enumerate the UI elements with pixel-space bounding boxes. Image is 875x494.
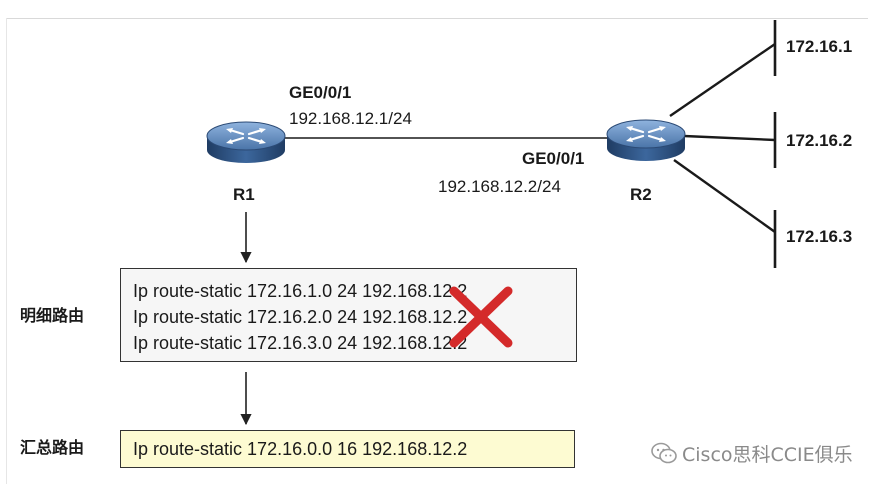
network-label-1: 172.16.1 (786, 37, 853, 56)
r1-ip-label: 192.168.12.1/24 (289, 109, 412, 128)
top-border-line (6, 18, 868, 19)
detail-routes-label: 明细路由 (20, 306, 85, 325)
watermark-text: Cisco思科CCIE俱乐 (682, 444, 853, 466)
network-label-3: 172.16.3 (786, 227, 853, 246)
detail-route-line-2: Ip route-static 172.16.2.0 24 192.168.12… (133, 307, 468, 327)
detail-route-line-3: Ip route-static 172.16.3.0 24 192.168.12… (133, 333, 468, 353)
r2-ip-label: 192.168.12.2/24 (438, 177, 561, 196)
r1-interface-label: GE0/0/1 (289, 83, 352, 102)
detail-routes-box: Ip route-static 172.16.1.0 24 192.168.12… (120, 268, 577, 362)
r2-net2-link (683, 134, 776, 142)
detail-route-line-1: Ip route-static 172.16.1.0 24 192.168.12… (133, 281, 468, 301)
summary-route-line: Ip route-static 172.16.0.0 16 192.168.12… (133, 439, 468, 459)
summary-route-box: Ip route-static 172.16.0.0 16 192.168.12… (120, 430, 575, 468)
r2-net3-link (673, 159, 776, 233)
left-border-line (6, 18, 7, 484)
r2-net1-link (669, 43, 776, 117)
watermark: Cisco思科CCIE俱乐 (650, 440, 853, 469)
r2-interface-label: GE0/0/1 (522, 149, 585, 168)
r1-router-icon (206, 121, 286, 163)
r2-name-label: R2 (630, 185, 652, 204)
summary-route-label: 汇总路由 (20, 438, 85, 457)
r2-router-icon (606, 119, 686, 161)
r1-name-label: R1 (233, 185, 255, 204)
wechat-icon (650, 442, 678, 469)
network-label-2: 172.16.2 (786, 131, 853, 150)
invalid-cross-icon (449, 286, 513, 348)
